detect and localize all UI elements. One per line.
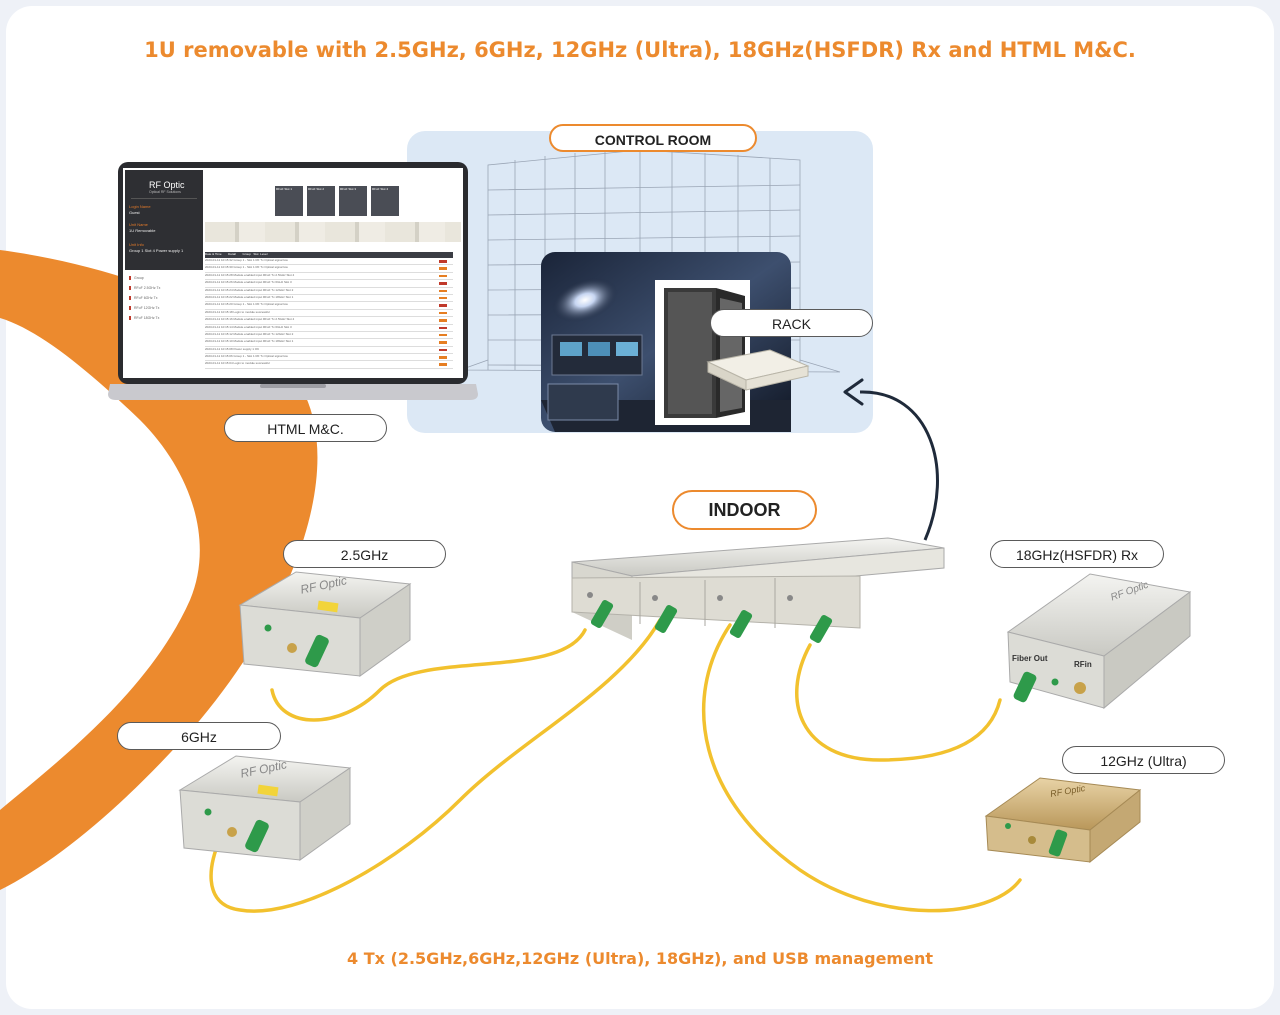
page-title: 1U removable with 2.5GHz, 6GHz, 12GHz (U… <box>144 38 1136 62</box>
severity-indicator <box>439 267 447 270</box>
screen-table-cell: 2023-01-11 10:15:12 Module enabled input… <box>205 331 294 336</box>
screen-table-row: 2023-01-11 10:15:16 Module enabled input… <box>205 317 453 325</box>
screen-list-item[interactable]: RFoF 12GHz Tx <box>129 306 159 310</box>
screen-tile[interactable]: RFoF Slot 4 <box>371 186 399 216</box>
laptop-screen: RF Optic Optical RF Solutions Login Name… <box>125 170 461 376</box>
screen-table-cell: 2023-01-11 10:15:30 Group 1 - Slot 1 RF … <box>205 265 288 270</box>
screen-table-cell: 2023-01-11 10:15:18 Login to module succ… <box>205 309 270 314</box>
screen-table-cell: 2023-01-11 10:15:22 Module enabled input… <box>205 294 294 299</box>
severity-indicator <box>439 363 447 366</box>
rack-1u-unit <box>706 349 810 391</box>
orange-swoosh <box>0 250 318 890</box>
label-18ghz: 18GHz(HSFDR) Rx <box>990 540 1164 568</box>
screen-table-row: 2023-01-11 10:15:22 Module enabled input… <box>205 294 453 303</box>
screen-event-table: 2023-01-11 10:15:32 Group 1 - Slot 1 RF … <box>205 258 453 369</box>
module-2-5ghz <box>238 571 412 677</box>
screen-table-cell: 2023-01-11 10:15:10 Module enabled input… <box>205 339 294 344</box>
screen-table-row: 2023-01-11 10:15:10 Module enabled input… <box>205 339 453 347</box>
footer-caption: 4 Tx (2.5GHz,6GHz,12GHz (Ultra), 18GHz),… <box>347 949 933 968</box>
screen-table-row: 2023-01-11 10:15:32 Group 1 - Slot 1 RF … <box>205 258 453 266</box>
label-6ghz: 6GHz <box>117 722 281 750</box>
screen-tile[interactable]: RFoF Slot 2 <box>307 186 335 216</box>
rack-cabinet <box>655 280 750 425</box>
indoor-chassis <box>571 537 945 640</box>
severity-indicator <box>439 333 447 337</box>
severity-indicator <box>439 289 447 293</box>
screen-table-row: 2023-01-11 10:15:08 Power supply 1 OK <box>205 346 453 355</box>
screen-table-cell: 2023-01-11 10:15:16 Module enabled input… <box>205 317 295 322</box>
screen-list-item[interactable]: RFoF 2.5GHz Tx <box>129 286 160 290</box>
severity-indicator <box>439 274 447 278</box>
screen-table-cell: 2023-01-11 10:15:32 Group 1 - Slot 1 RF … <box>205 258 288 262</box>
module-12ghz <box>984 777 1142 864</box>
screen-table-row: 2023-01-11 10:15:18 Login to module succ… <box>205 309 453 318</box>
chassis-connectors <box>590 599 833 644</box>
label-control-room: CONTROL ROOM <box>549 124 757 152</box>
screen-table-cell: 2023-01-11 10:15:08 Power supply 1 OK <box>205 346 260 351</box>
module-6ghz <box>178 755 352 861</box>
screen-table-row: 2023-01-11 10:15:30 Group 1 - Slot 1 RF … <box>205 265 453 273</box>
severity-indicator <box>439 296 447 300</box>
screen-table-row: 2023-01-11 10:15:12 Module enabled input… <box>205 331 453 340</box>
severity-indicator <box>439 282 447 285</box>
screen-table-row: 2023-01-11 10:15:04 Login to module succ… <box>205 361 453 369</box>
label-indoor: INDOOR <box>672 490 817 530</box>
screen-table-cell: 2023-01-11 10:15:20 Group 1 - Slot 1 RF … <box>205 302 288 307</box>
screen-table-cell: 2023-01-11 10:15:24 Module enabled input… <box>205 287 294 292</box>
screen-list-item[interactable]: Group <box>129 276 144 280</box>
screen-sec3-val: Group 1 Slot 4 Power supply 1 <box>129 248 184 253</box>
module-18ghz-fiber-out-label: Fiber Out <box>1012 654 1048 663</box>
screen-table-row: 2023-01-11 10:15:26 Module enabled input… <box>205 280 453 288</box>
screen-list-item[interactable]: RFoF 18GHz Tx <box>129 316 159 320</box>
fiber-cables <box>209 618 1022 913</box>
screen-tile[interactable]: RFoF Slot 3 <box>339 186 367 216</box>
severity-indicator <box>439 356 447 359</box>
screen-brand-sub: Optical RF Solutions <box>149 190 181 194</box>
label-12ghz: 12GHz (Ultra) <box>1062 746 1225 774</box>
screen-table-row: 2023-01-11 10:15:06 Group 1 - Slot 1 RF … <box>205 354 453 362</box>
screen-table-cell: 2023-01-11 10:15:06 Group 1 - Slot 1 RF … <box>205 354 288 359</box>
severity-indicator <box>439 319 447 322</box>
severity-indicator <box>439 348 447 352</box>
screen-sec2: Unit Name <box>129 222 148 227</box>
screen-sec1: Login Name <box>129 204 151 209</box>
arrow-indoor-to-rack <box>859 390 939 541</box>
severity-indicator <box>439 311 447 315</box>
arrow-head <box>843 378 864 406</box>
screen-logo: RF Optic Optical RF Solutions <box>131 176 197 199</box>
screen-table-row: 2023-01-11 10:15:24 Module enabled input… <box>205 288 453 295</box>
screen-sec1-val: Guest <box>129 210 140 215</box>
label-html-mc: HTML M&C. <box>224 414 387 442</box>
screen-table-cell: 2023-01-11 10:15:14 Module enabled input… <box>205 324 292 329</box>
screen-device-list: Group RFoF 2.5GHz Tx RFoF 6GHz Tx RFoF 1… <box>125 270 203 376</box>
screen-table-row: 2023-01-11 10:15:20 Group 1 - Slot 1 RF … <box>205 302 453 310</box>
screen-table-row: 2023-01-11 10:15:28 Module enabled input… <box>205 272 453 281</box>
screen-table-cell: 2023-01-11 10:15:28 Module enabled input… <box>205 272 295 277</box>
label-rack: RACK <box>710 309 873 337</box>
screen-sec2-val: 1U Removable <box>129 228 156 233</box>
severity-indicator <box>439 341 447 344</box>
screen-table-row: 2023-01-11 10:15:14 Module enabled input… <box>205 325 453 332</box>
label-2-5ghz: 2.5GHz <box>283 540 446 568</box>
screen-tile[interactable]: RFoF Slot 1 <box>275 186 303 216</box>
module-18ghz-rfin-label: RFin <box>1074 660 1092 669</box>
screen-slot-strip <box>205 222 461 242</box>
screen-brand: RF Optic <box>149 180 185 190</box>
screen-main: RFoF Slot 1 RFoF Slot 2 RFoF Slot 3 RFoF… <box>205 170 461 376</box>
screen-table-header: Date & Time Detail Group Slot Level <box>205 252 453 258</box>
screen-sec3: Unit Info <box>129 242 144 247</box>
screen-table-cell: 2023-01-11 10:15:26 Module enabled input… <box>205 280 292 285</box>
severity-indicator <box>439 304 447 307</box>
screen-table-cell: 2023-01-11 10:15:04 Login to module succ… <box>205 361 270 366</box>
screen-sidebar: RF Optic Optical RF Solutions Login Name… <box>125 170 203 376</box>
screen-list-item[interactable]: RFoF 6GHz Tx <box>129 296 157 300</box>
severity-indicator <box>439 260 447 263</box>
severity-indicator <box>439 326 447 330</box>
module-18ghz <box>1006 573 1192 710</box>
